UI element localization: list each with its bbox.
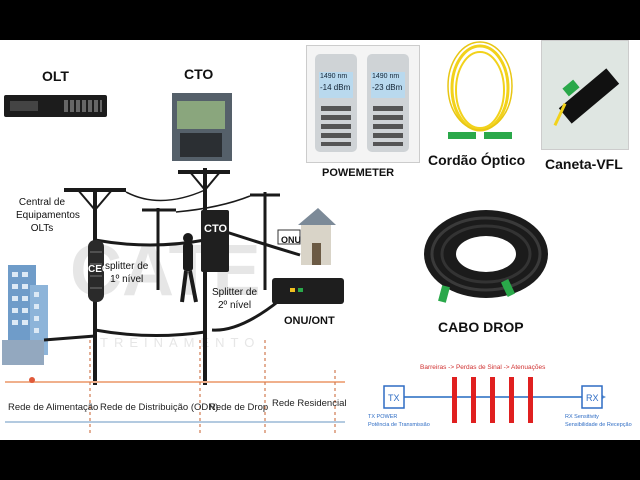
- technician-icon: [180, 233, 198, 303]
- meter-1-reading: -14 dBm: [320, 83, 351, 92]
- powemeter-label: POWEMETER: [322, 167, 395, 179]
- watermark-text: TREINAMENTO: [100, 335, 260, 350]
- cto-box: [201, 210, 229, 272]
- origin-marker: [29, 377, 35, 383]
- attenuation-barrier: [452, 377, 457, 423]
- meter-2-head: 1490 nm: [372, 73, 400, 80]
- caneta-label: Caneta-VFL: [545, 156, 623, 172]
- cto-label: CTO: [184, 66, 214, 82]
- optical-cord-image: [447, 41, 513, 139]
- cabo-drop-label: CABO DROP: [438, 319, 524, 335]
- house-icon: [298, 208, 336, 265]
- segment-drop: Rede de Drop: [209, 402, 269, 413]
- tx-box: [383, 385, 405, 409]
- attenuation-barrier: [509, 377, 514, 423]
- attenuation-barrier: [471, 377, 476, 423]
- ftth-network-diagram: CATE TREINAMENTO: [2, 168, 345, 435]
- splitter-1-line-2: 1º nível: [110, 274, 144, 285]
- ceo-label: CEO: [88, 264, 110, 275]
- barriers: [452, 377, 533, 423]
- utility-pole-3: [178, 168, 230, 385]
- onu-ont-label: ONU/ONT: [284, 315, 335, 327]
- onu-tag: [277, 229, 301, 245]
- rx-box: [581, 385, 603, 409]
- drop-cable-spool: [424, 210, 548, 303]
- cto-box-label: CTO: [204, 223, 227, 235]
- rx-caption-2: Sensibilidade de Recepção: [565, 422, 632, 428]
- tx-caption-1: TX POWER: [368, 414, 397, 420]
- splitter-2-line-2: 2º nível: [217, 300, 252, 311]
- segment-dividers: [89, 340, 336, 435]
- onu-label: ONU: [281, 235, 301, 245]
- powermeter-device-2: 1490 nm -23 dBm: [367, 54, 409, 152]
- attenuation-barrier: [490, 377, 495, 423]
- splitter-2-line-1: Splitter de: [212, 287, 258, 298]
- utility-pole-2: [142, 208, 176, 290]
- olt-label: OLT: [42, 68, 69, 84]
- powermeter-device-1: 1490 nm -14 dBm: [315, 54, 357, 152]
- tx-label: TX: [388, 393, 400, 403]
- splitter-1-line-1: splitter de: [105, 261, 149, 272]
- cto-photo: [172, 93, 232, 161]
- segment-residencial: Rede Residencial: [272, 398, 347, 409]
- ceo-closure: [88, 240, 104, 302]
- segment-distribuicao: Rede de Distribuição (ODN): [100, 402, 219, 413]
- segment-alimentacao: Rede de Alimentação: [8, 402, 99, 413]
- rx-caption-1: RX Sensitivity: [565, 414, 599, 420]
- diagram-frame: CATE TREINAMENTO: [0, 40, 640, 440]
- ont-device-icon: [272, 278, 344, 304]
- central-line-3: OLTs: [30, 223, 54, 234]
- powermeter-photo: 1490 nm -14 dBm 1490 nm -23 dBm: [306, 45, 420, 163]
- cordao-label: Cordão Óptico: [428, 152, 526, 168]
- rx-label: RX: [586, 393, 599, 403]
- central-line-2: Equipamentos: [16, 210, 80, 221]
- meter-2-reading: -23 dBm: [372, 83, 403, 92]
- splitter-2-label: Splitter de 2º nível: [212, 286, 257, 312]
- central-line-1: Central de: [18, 197, 66, 208]
- building-icon: [2, 265, 48, 365]
- tx-caption-2: Potência de Transmissão: [368, 422, 430, 428]
- splitter-1-label: splitter de 1º nível: [105, 260, 148, 286]
- attenuation-barrier: [528, 377, 533, 423]
- central-label: Central de Equipamentos OLTs: [16, 196, 80, 235]
- link-budget-title: Barreiras -> Perdas de Sinal -> Atenuaçõ…: [420, 364, 546, 371]
- olt-device-image: [4, 95, 107, 117]
- utility-pole-4: [250, 192, 280, 290]
- link-budget-diagram: Barreiras -> Perdas de Sinal -> Atenuaçõ…: [368, 364, 632, 428]
- meter-1-head: 1490 nm: [320, 73, 348, 80]
- vfl-pen-photo: [541, 40, 629, 150]
